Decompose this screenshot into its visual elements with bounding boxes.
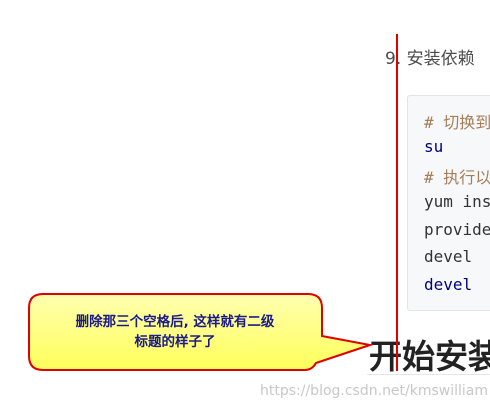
callout-text: 删除那三个空格后, 这样就有二级 标题的样子了 (34, 312, 316, 352)
code-line: devel (424, 275, 473, 294)
code-line: # 执行以 (424, 168, 490, 187)
code-line: yum ins (424, 192, 490, 211)
code-line: provide (424, 220, 490, 239)
callout-line-1: 删除那三个空格后, 这样就有二级 (75, 314, 275, 330)
code-line: # 切换到 (424, 113, 490, 132)
marker-line (396, 34, 398, 371)
section-heading: 开始安装 (369, 337, 490, 376)
list-item-step-9: 9. 安装依赖 (385, 49, 475, 69)
code-block: # 切换到 su # 执行以 yum ins provide devel dev… (407, 95, 490, 311)
code-line: su (424, 137, 444, 156)
callout-line-2: 标题的样子了 (134, 334, 216, 350)
heading-rule (367, 374, 490, 375)
code-line: devel (424, 247, 473, 266)
watermark: https://blog.csdn.net/kmswilliam (260, 383, 489, 399)
callout-shape (28, 293, 374, 371)
